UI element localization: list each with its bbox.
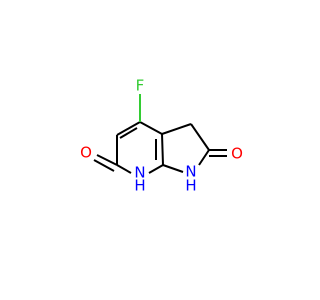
- bond-c4-c5: [116, 121, 141, 136]
- bond-c6-o-a: [96, 154, 118, 166]
- bond-c6-n7: [116, 164, 132, 174]
- atom-oxygen-left: O: [80, 144, 92, 162]
- bond-c4-c5-double: [119, 127, 138, 139]
- atom-fluorine: F: [136, 77, 145, 95]
- atom-oxygen-right: O: [231, 145, 243, 163]
- bond-n7-c7a: [148, 164, 164, 174]
- bond-c7a-c3a: [161, 133, 164, 166]
- bond-c3-c2: [190, 123, 210, 151]
- atom-hydrogen-lactam: H: [185, 177, 196, 195]
- bond-c4-c3a: [139, 121, 163, 135]
- molecule-diagram: F O O N H N H: [80, 77, 243, 195]
- atom-nitrogen-lactam: N: [185, 163, 196, 181]
- atom-hydrogen-pyridine: H: [134, 177, 145, 195]
- bonds: [93, 94, 227, 174]
- bond-n1-c7a: [162, 164, 184, 173]
- atom-nitrogen-pyridine: N: [134, 164, 145, 182]
- bond-c2-n1: [198, 149, 210, 166]
- atom-labels: F O O N H N H: [80, 77, 243, 195]
- bond-c6-o-b: [93, 159, 115, 172]
- bond-c3a-c3: [161, 123, 192, 135]
